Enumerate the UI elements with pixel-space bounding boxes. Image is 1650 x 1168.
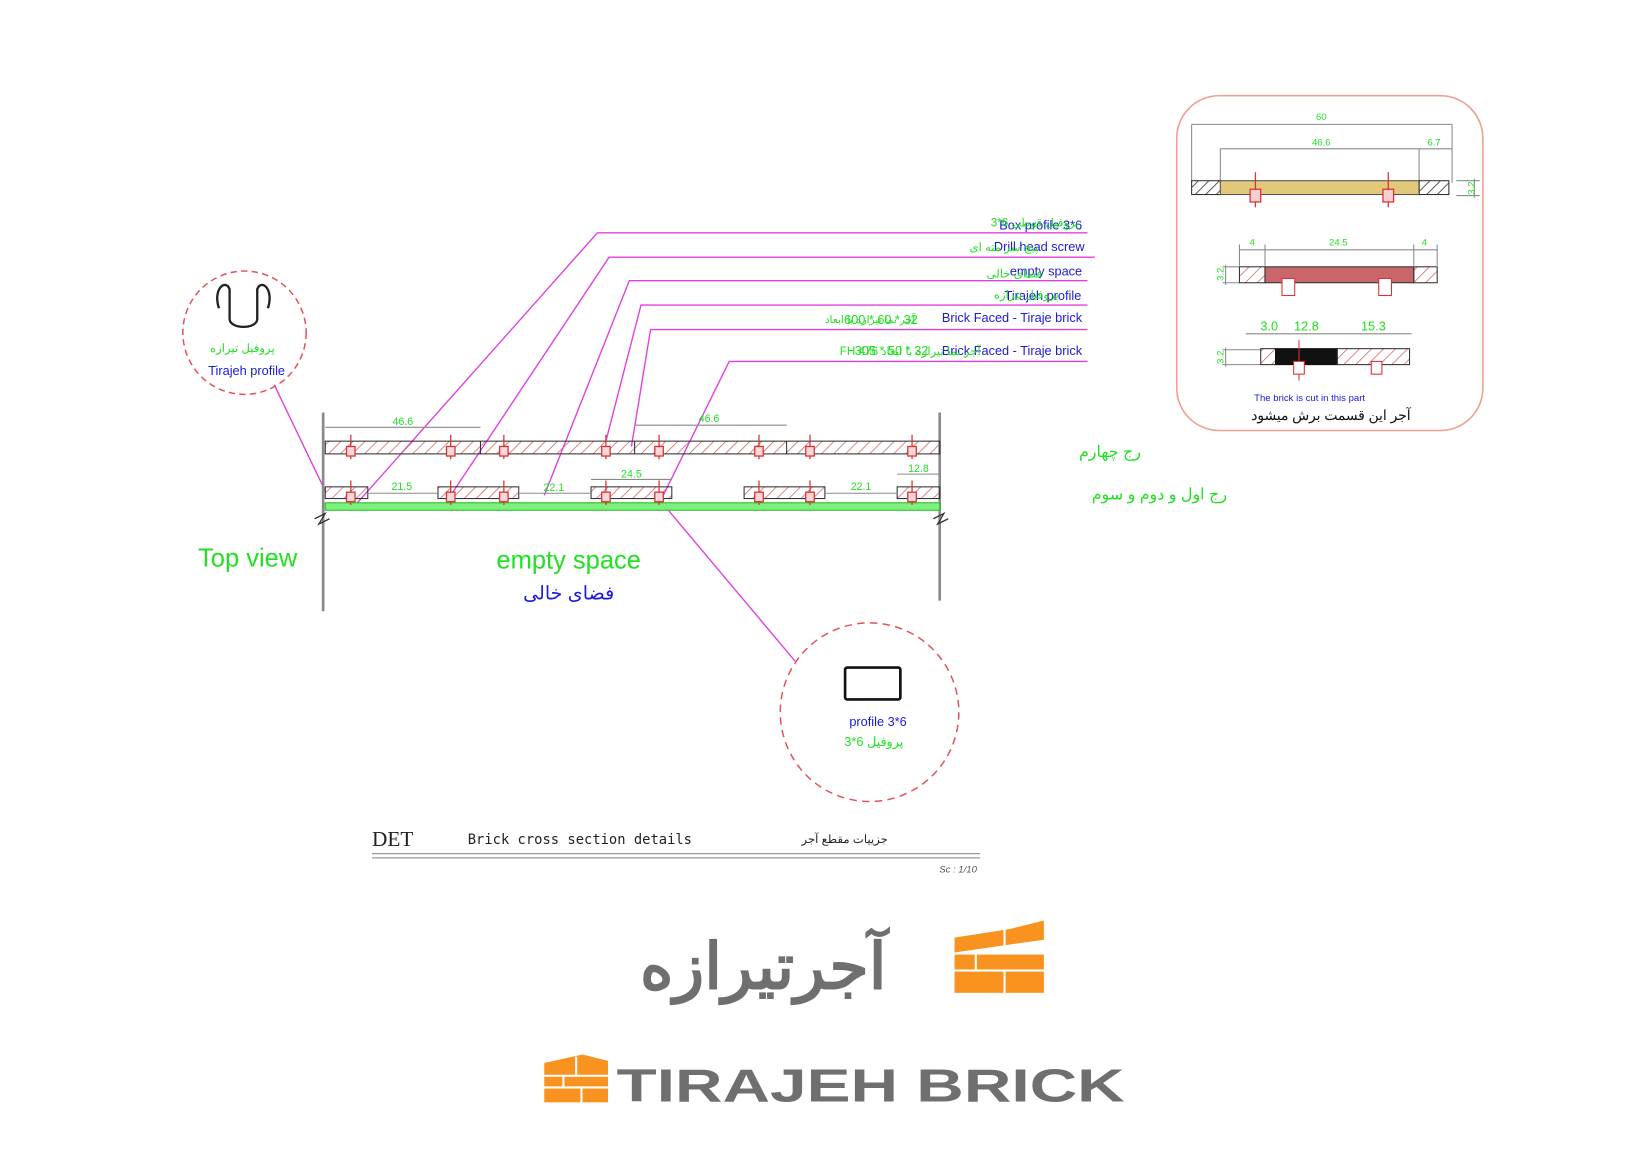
dim-label: 46.6 <box>699 413 720 425</box>
dim-label: 46.6 <box>1312 138 1331 149</box>
drill-screw-icon <box>345 434 356 460</box>
legend-en: Box profile 3*6 <box>999 218 1082 233</box>
legend-item-empty-space: empty space فضای خالی <box>986 263 1082 280</box>
empty-space-label: empty space <box>496 547 641 575</box>
drill-screw-icon <box>754 434 764 460</box>
callout-fa: پروفیل تیرازه <box>210 342 275 355</box>
legend-en: Tirajeh profile <box>1005 288 1082 303</box>
legend-fa: پیچ سر مته ای <box>969 241 1038 254</box>
legend-dims: 305 * 50 * 32 <box>855 343 929 358</box>
legend-fa: آجر نما تیرازه با ابعاد <box>825 313 916 326</box>
legend-fa: پروفیل تیرازه <box>994 289 1059 302</box>
logo-fa: آجرتیرازه <box>640 920 1044 1006</box>
drill-screw-icon <box>805 434 815 460</box>
brick-logo-icon <box>544 1054 609 1103</box>
dim-label: 12.8 <box>908 463 929 475</box>
top-view-label: Top view <box>198 545 298 573</box>
dim-label: 22.1 <box>543 482 564 494</box>
box-profile-bar <box>324 502 941 511</box>
dim-label: 12.8 <box>1294 319 1319 334</box>
legend-en: empty space <box>1010 263 1082 278</box>
tirajeh-profile-icon <box>216 283 271 329</box>
legend-en: Drill head screw <box>994 239 1085 254</box>
box-profile-icon <box>843 666 902 701</box>
section-dimensions: 46.6 46.6 21.5 22.1 24.5 22.1 12.8 <box>391 413 928 494</box>
logo-en-text: TIRAJEH BRICK <box>617 1059 1125 1111</box>
drill-screw-icon <box>498 434 509 460</box>
detail-note-en: The brick is cut in this part <box>1254 393 1365 404</box>
drill-screw-icon <box>445 434 456 460</box>
top-view-section: 46.6 46.6 21.5 22.1 24.5 22.1 12.8 رج چه… <box>198 412 1227 612</box>
legend-en: Brick Faced - Tiraje brick <box>942 343 1083 358</box>
callout-fa: پروفیل 6*3 <box>844 734 903 750</box>
box-profile-callout: profile 3*6 پروفیل 6*3 <box>779 622 960 803</box>
brick-row-4 <box>324 440 941 455</box>
drill-screw-icon <box>498 480 509 505</box>
logo-fa-text: آجرتیرازه <box>640 926 891 1006</box>
callout-en: profile 3*6 <box>849 714 906 729</box>
drawing-title: Brick cross section details <box>468 832 692 848</box>
title-block: DET Brick cross section details جزییات م… <box>372 827 981 876</box>
drill-screw-icon <box>805 480 815 505</box>
screws <box>345 434 917 505</box>
legend-dims: 600 * 60 * 32 <box>844 312 918 327</box>
empty-space-label-fa: فضای خالی <box>523 584 614 605</box>
drawing-code: DET <box>372 827 413 851</box>
callout-en: Tirajeh profile <box>208 363 285 378</box>
drill-screw-icon <box>907 480 917 505</box>
dim-label: 46.6 <box>393 416 414 428</box>
drill-screw-icon <box>654 434 664 460</box>
legend-en: Brick Faced - Tiraje brick <box>942 310 1083 325</box>
dim-label: 3.2 <box>1466 182 1477 195</box>
row-4-label: رج چهارم <box>1079 444 1141 461</box>
legend-item-tirajeh-profile: Tirajeh profile پروفیل تیرازه <box>994 288 1081 303</box>
tirajeh-profile-callout: پروفیل تیرازه Tirajeh profile <box>182 270 307 396</box>
dim-label: 24.5 <box>1329 238 1348 249</box>
leader-lines <box>273 232 1095 662</box>
dim-label: 3.2 <box>1216 268 1227 281</box>
drill-screw-icon <box>907 434 917 460</box>
legend-item-drill-screw: Drill head screw پیچ سر مته ای <box>969 239 1085 254</box>
legend-item-brick-600: Brick Faced - Tiraje brick 600 * 60 * 32… <box>825 310 1083 327</box>
legend-item-brick-305: Brick Faced - Tiraje brick 305 * 50 * 32… <box>840 343 1083 358</box>
drill-screw-icon <box>345 480 356 505</box>
dim-label: 4 <box>1250 238 1256 249</box>
drill-screw-icon <box>754 480 764 505</box>
row-1-3-label: رج اول و دوم و سوم <box>1092 487 1227 504</box>
legend: Box profile 3*6 پروفیل قوطی 6*3 Drill he… <box>825 216 1086 358</box>
drill-screw-icon <box>445 480 456 505</box>
drawing-title-fa: جزییات مقطع آجر <box>801 831 888 846</box>
dim-label: 6.7 <box>1427 138 1440 149</box>
dim-label: 22.1 <box>851 481 872 493</box>
dim-label: 24.5 <box>621 468 642 480</box>
drill-screw-icon <box>654 480 664 505</box>
detail-note-fa: آجر این قسمت برش میشود <box>1251 406 1412 424</box>
legend-fa: آجر نما تیرازه با ابعاد FH 476 <box>840 343 982 358</box>
brick-detail-box: 60 46.6 6.7 3.2 4 24.5 4 <box>1175 94 1484 432</box>
legend-fa: پروفیل قوطی 6*3 <box>991 216 1079 229</box>
dim-label: 3.0 <box>1260 319 1278 334</box>
dim-label: 21.5 <box>391 481 412 493</box>
drill-screw-icon <box>601 480 611 505</box>
brick-logo-icon <box>954 920 1044 993</box>
dim-label: 60 <box>1316 112 1327 123</box>
legend-item-box-profile: Box profile 3*6 پروفیل قوطی 6*3 <box>991 216 1082 232</box>
logo-en: TIRAJEH BRICK <box>544 1054 1125 1111</box>
dim-label: 3.2 <box>1216 351 1227 364</box>
dim-label: 4 <box>1422 238 1428 249</box>
dim-label: 15.3 <box>1361 319 1386 334</box>
legend-fa: فضای خالی <box>986 267 1042 280</box>
drill-screw-icon <box>601 434 611 460</box>
drawing-scale: Sc : 1/10 <box>939 865 977 876</box>
